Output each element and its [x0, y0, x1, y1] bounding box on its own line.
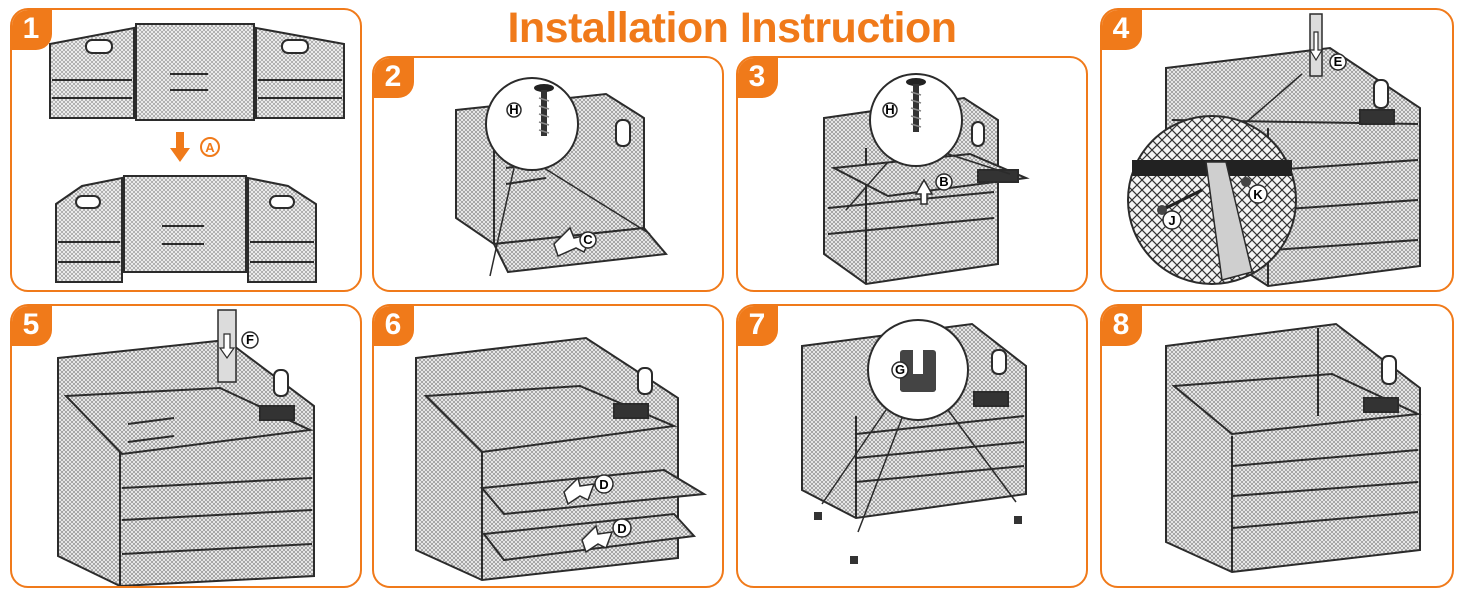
step-number: 6 — [372, 304, 414, 346]
label-b: B — [939, 174, 948, 189]
folded-panel — [56, 176, 316, 282]
label-a: A — [205, 140, 215, 155]
unfolded-panel — [50, 24, 344, 120]
step-number: 1 — [10, 8, 52, 50]
arrow-down-icon — [170, 132, 190, 162]
step-7-illustration: G — [738, 306, 1088, 588]
label-c: C — [583, 232, 593, 247]
step-1-illustration: A — [12, 10, 362, 292]
label-h: H — [885, 102, 894, 117]
step-4-illustration: E J K — [1102, 10, 1454, 292]
step-2-illustration: H C — [374, 58, 724, 292]
step-2-panel: H C 2 — [372, 56, 724, 292]
page-title: Installation Instruction — [364, 2, 1100, 54]
step-1-panel: A 1 — [10, 8, 362, 292]
label-f: F — [246, 332, 254, 347]
label-j: J — [1168, 213, 1175, 228]
label-h: H — [509, 102, 518, 117]
step-7-panel: G 7 — [736, 304, 1088, 588]
step-8-panel: 8 — [1100, 304, 1454, 588]
step-number: 3 — [736, 56, 778, 98]
step-number: 7 — [736, 304, 778, 346]
label-e: E — [1334, 54, 1343, 69]
label-d: D — [599, 477, 608, 492]
label-k: K — [1253, 187, 1263, 202]
label-g: G — [895, 362, 905, 377]
step-6-illustration: D D — [374, 306, 724, 588]
step-4-panel: E J K 4 — [1100, 8, 1454, 292]
step-5-illustration: F — [12, 306, 362, 588]
step-number: 4 — [1100, 8, 1142, 50]
step-8-illustration — [1102, 306, 1454, 588]
step-number: 5 — [10, 304, 52, 346]
step-number: 2 — [372, 56, 414, 98]
step-3-illustration: H B — [738, 58, 1088, 292]
step-6-panel: D D 6 — [372, 304, 724, 588]
label-d: D — [617, 521, 626, 536]
step-5-panel: F 5 — [10, 304, 362, 588]
step-number: 8 — [1100, 304, 1142, 346]
step-3-panel: H B 3 — [736, 56, 1088, 292]
